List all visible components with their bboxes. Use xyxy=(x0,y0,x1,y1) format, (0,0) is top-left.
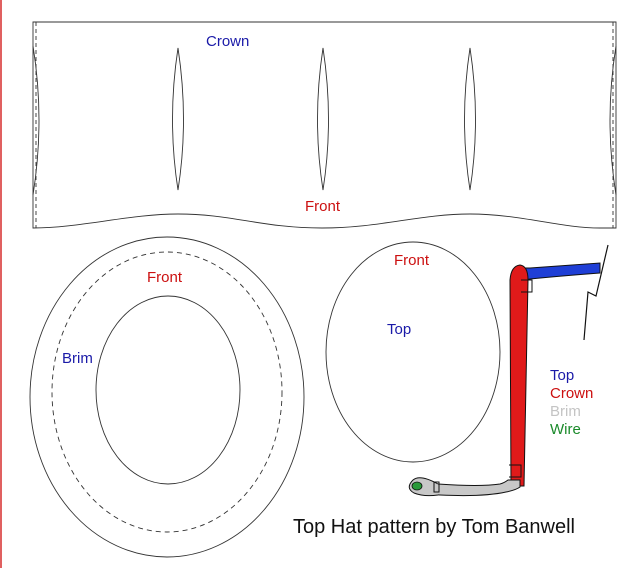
top-piece xyxy=(325,241,501,463)
pattern-caption: Top Hat pattern by Tom Banwell xyxy=(293,516,575,538)
crown-dart-3 xyxy=(464,47,476,191)
top-name-label: Top xyxy=(387,321,411,338)
crown-dart-2 xyxy=(317,47,329,191)
wire-dot xyxy=(411,481,423,491)
brim-stitch-line xyxy=(51,251,283,533)
top-front-label: Front xyxy=(394,252,430,269)
crown-layer-stroke xyxy=(509,264,529,487)
crown-left-dart xyxy=(32,45,40,196)
top-outline xyxy=(325,241,501,463)
brim-end-mark xyxy=(433,481,440,493)
brim-outer-edge xyxy=(29,236,305,558)
layer-legend: Top Crown Brim Wire xyxy=(550,367,593,438)
crown-name-label: Crown xyxy=(206,33,249,50)
legend-wire: Wire xyxy=(550,421,581,438)
crown-outline xyxy=(32,21,617,229)
brim-front-label: Front xyxy=(147,269,183,286)
crown-front-label: Front xyxy=(305,198,341,215)
hat-cross-section xyxy=(408,244,609,497)
brim-joint-tab xyxy=(509,464,522,478)
crown-right-dart xyxy=(609,45,617,196)
break-line-symbol xyxy=(583,244,609,341)
crown-dart-1 xyxy=(172,47,184,191)
top-layer-stroke xyxy=(518,262,601,281)
legend-brim: Brim xyxy=(550,403,581,420)
brim-inner-edge xyxy=(95,295,241,485)
brim-name-label: Brim xyxy=(62,350,93,367)
crown-top-tab xyxy=(521,279,533,293)
crown-piece xyxy=(32,21,617,229)
legend-top: Top xyxy=(550,367,574,384)
brim-piece xyxy=(29,236,305,558)
legend-crown: Crown xyxy=(550,385,593,402)
